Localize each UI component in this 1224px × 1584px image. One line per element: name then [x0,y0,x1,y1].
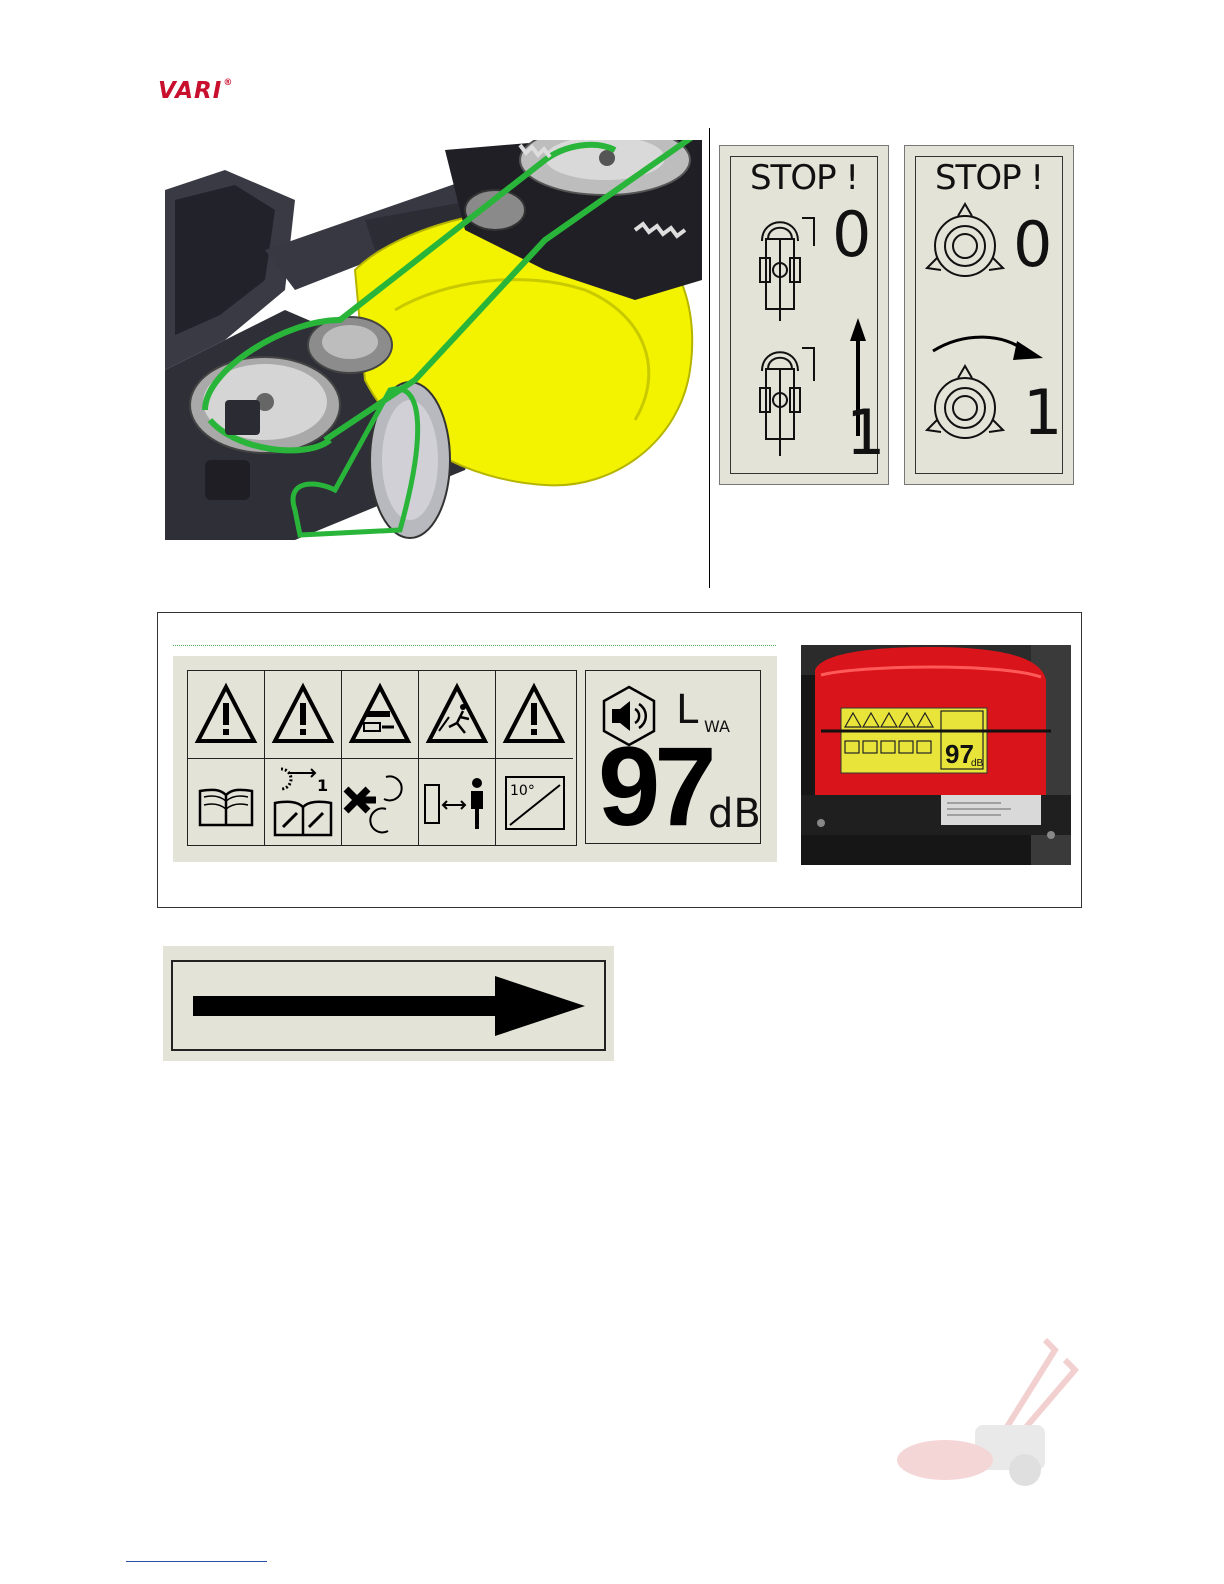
direction-arrow-label [163,946,614,1061]
warning-triangle-icon [496,671,573,758]
state-on-label: 1 [1023,376,1062,449]
footer-rule [126,1561,267,1562]
registered-mark: ® [223,78,233,88]
arrow-label-border [171,960,606,1051]
maintenance-step: 1 [317,776,328,795]
state-off-label: 0 [832,198,871,271]
slope-limit-icon: 10° [496,758,573,845]
lever-positions-icon: 0 1 [720,146,890,486]
rotating-parts-icon [342,758,419,845]
decal-value: 97 [945,739,974,769]
state-on-label: 1 [846,396,885,469]
noise-unit: dB [708,791,761,837]
read-manual-icon [188,758,265,845]
warning-triangle-icon [188,671,265,758]
decal-guide-line [173,645,776,647]
logo-text: VARI [158,78,222,104]
mower-watermark-icon [895,1330,1095,1490]
slope-angle: 10° [510,783,535,799]
safety-decal: 1 10° L WA 97 dB [173,656,777,862]
warning-triangle-icon [265,671,342,758]
decal-unit: dB [971,758,984,769]
stop-label-knob: STOP ! 0 1 [904,145,1074,485]
noise-level-panel: L WA 97 dB [585,670,761,844]
belt-drive-illustration [165,140,702,540]
pictogram-grid: 1 10° [187,670,577,846]
keep-distance-icon [419,758,496,845]
brand-logo: VARI® [158,78,233,104]
machine-photo: 97 dB [801,645,1071,865]
maintenance-manual-icon: 1 [265,758,342,845]
state-off-label: 0 [1013,208,1052,281]
crush-hazard-triangle-icon [342,671,419,758]
thrown-objects-triangle-icon [419,671,496,758]
vertical-divider [709,128,710,588]
noise-value: 97 [598,731,711,843]
arrow-right-icon [173,962,604,1049]
knob-positions-icon: 0 1 [905,146,1075,486]
stop-label-lever: STOP ! 0 1 [719,145,889,485]
